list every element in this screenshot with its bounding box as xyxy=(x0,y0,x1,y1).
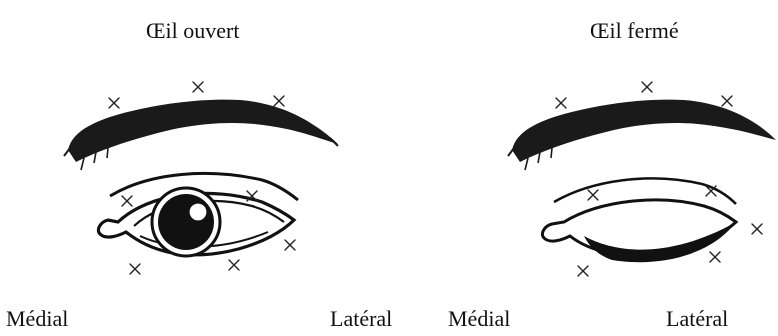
mark-closed-brow-center xyxy=(642,82,652,92)
mark-closed-brow-lateral xyxy=(722,96,732,106)
closed-eye-outline xyxy=(542,200,736,256)
mark-open-lower-center xyxy=(229,260,239,270)
open-highlight xyxy=(189,203,207,221)
mark-closed-lower-medial xyxy=(578,266,588,276)
closed-eyebrow xyxy=(508,100,776,170)
mark-open-upper-medial xyxy=(122,196,132,206)
open-eyebrow xyxy=(64,100,338,170)
mark-open-lower-medial xyxy=(130,264,140,274)
mark-open-brow-center xyxy=(193,82,203,92)
closed-eye-panel xyxy=(508,82,776,276)
open-pupil xyxy=(158,194,214,250)
mark-closed-lower-lateral xyxy=(752,224,762,234)
mark-closed-upper-medial xyxy=(588,190,598,200)
mark-open-lower-lateral xyxy=(285,240,295,250)
mark-open-brow-medial xyxy=(109,98,119,108)
mark-closed-lower-center xyxy=(710,252,720,262)
mark-closed-brow-medial xyxy=(556,98,566,108)
mark-open-brow-lateral xyxy=(274,96,284,106)
open-eye-panel xyxy=(64,82,338,274)
